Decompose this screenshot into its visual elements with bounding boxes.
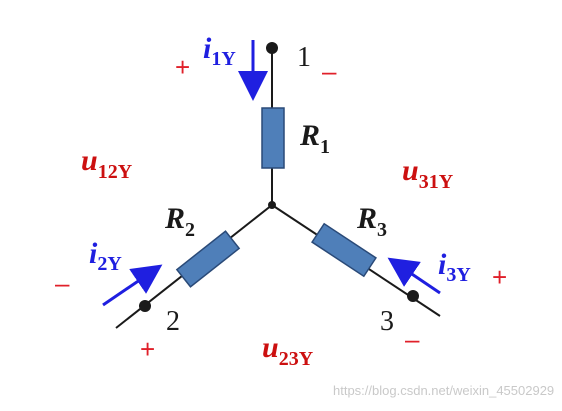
voltage-label-u31y: u31Y: [402, 154, 454, 193]
polarity-plus-node1: +: [175, 52, 190, 82]
center-junction: [268, 201, 276, 209]
current-label-i2y: i2Y: [89, 237, 122, 275]
node-3-terminal: [407, 290, 419, 302]
polarity-plus-node2: +: [140, 334, 155, 364]
resistor-label-r1: R1: [299, 119, 330, 158]
resistor-label-r2: R2: [164, 202, 195, 241]
resistor-r3: [311, 222, 377, 278]
voltage-label-u23y: u23Y: [262, 331, 314, 370]
node-2-terminal: [139, 300, 151, 312]
resistor-r2: [175, 230, 241, 288]
polarity-minus-node3: –: [405, 324, 420, 354]
node-1-terminal: [266, 42, 278, 54]
watermark-url: https://blog.csdn.net/weixin_45502929: [333, 383, 554, 398]
polarity-plus-node3: +: [492, 262, 507, 292]
current-arrow-2: [102, 264, 163, 307]
node-label-2: 2: [166, 306, 180, 337]
resistor-r1: [261, 107, 285, 169]
current-arrow-3: [387, 257, 441, 295]
node-label-3: 3: [380, 306, 394, 337]
node-label-1: 1: [297, 42, 311, 73]
current-label-i1y: i1Y: [203, 32, 236, 70]
current-label-i3y: i3Y: [438, 248, 471, 286]
voltage-label-u12y: u12Y: [81, 144, 133, 183]
polarity-minus-node1: –: [322, 56, 337, 86]
polarity-minus-node2: –: [55, 268, 70, 298]
resistor-label-r3: R3: [356, 202, 387, 241]
